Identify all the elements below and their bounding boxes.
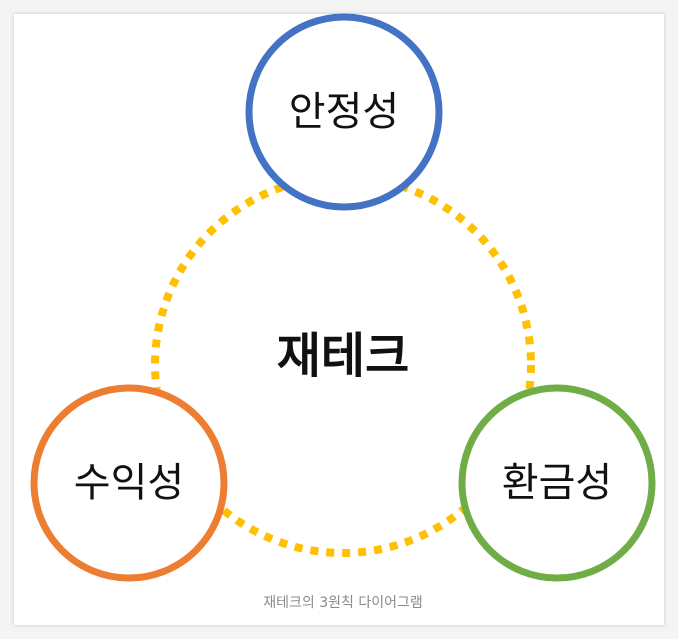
center-label: 재테크 — [277, 328, 409, 384]
liquidity-label: 환금성 — [502, 460, 612, 506]
profitability-label: 수익성 — [74, 460, 184, 506]
diagram-caption: 재테크의 3원칙 다이어그램 — [263, 595, 423, 611]
liquidity-circle — [458, 384, 656, 582]
profitability-circle — [30, 384, 228, 582]
stability-circle — [245, 13, 443, 211]
stability-label: 안정성 — [289, 89, 399, 135]
